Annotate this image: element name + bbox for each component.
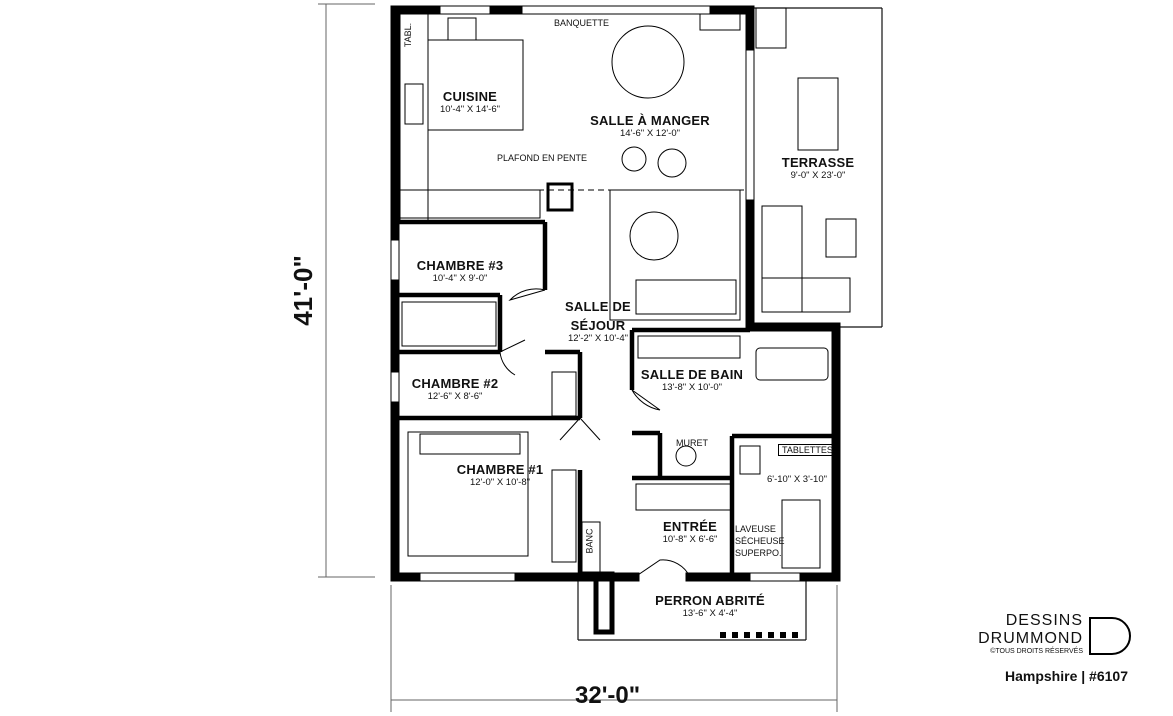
- tablettes-note: TABLETTES: [778, 444, 837, 456]
- dining-label: SALLE À MANGER 14'-6" X 12'-0": [575, 113, 725, 140]
- terrace-label: TERRASSE 9'-0" X 23'-0": [768, 155, 868, 182]
- living-name-line1: SALLE DE: [565, 299, 631, 314]
- dining-name: SALLE À MANGER: [590, 113, 710, 128]
- bathroom-fixtures: [581, 335, 829, 635]
- kitchen-label: CUISINE 10'-4" X 14'-6": [420, 89, 520, 116]
- terrace-dims: 9'-0" X 23'-0": [790, 169, 846, 181]
- width-dimension: 32'-0": [575, 682, 641, 709]
- dimension-lines: [318, 3, 838, 712]
- brand-rights: ©TOUS DROITS RÉSERVÉS: [990, 648, 1083, 655]
- bedroom2-dims: 12'-6" X 8'-6": [427, 390, 483, 402]
- model-name: Hampshire | #6107: [1005, 668, 1128, 684]
- windows: [390, 5, 801, 582]
- bedroom1-name: CHAMBRE #1: [456, 462, 544, 477]
- bedroom3-dims: 10'-4" X 9'-0": [432, 272, 488, 284]
- living-dims: 12'-2" X 10'-4": [567, 332, 628, 344]
- bedroom3-name: CHAMBRE #3: [416, 258, 504, 273]
- brand-line2: DRUMMOND: [978, 630, 1083, 647]
- porch-label: PERRON ABRITÉ 13'-6" X 4'-4": [640, 593, 780, 620]
- laundry-label: 6'-10" X 3'-10": [752, 474, 842, 486]
- porch-outline: [577, 576, 807, 641]
- entrance-dims: 10'-8" X 6'-6": [662, 533, 718, 545]
- doors: [499, 288, 691, 578]
- kitchen-fixtures: [399, 13, 748, 223]
- dining-fixtures: [609, 13, 741, 321]
- brand-block: DESSINS DRUMMOND ©TOUS DROITS RÉSERVÉS: [978, 612, 1083, 655]
- banc-note: BANC: [584, 528, 595, 554]
- kitchen-name: CUISINE: [442, 89, 498, 104]
- bedroom-fixtures: [401, 301, 577, 563]
- tabl-note: TABL.: [403, 22, 414, 48]
- superpo-note: SUPERPO.: [735, 548, 782, 558]
- banquette-note: BANQUETTE: [554, 18, 610, 28]
- bedroom1-dims: 12'-0" X 10'-8": [469, 476, 530, 488]
- living-label: SALLE DE SÉJOUR 12'-2" X 10'-4": [553, 299, 643, 345]
- kitchen-dims: 10'-4" X 14'-6": [439, 103, 500, 115]
- muret-note: MURET: [676, 438, 708, 448]
- bedroom3-label: CHAMBRE #3 10'-4" X 9'-0": [405, 258, 515, 285]
- porch-dims: 13'-6" X 4'-4": [682, 607, 738, 619]
- entrance-label: ENTRÉE 10'-8" X 6'-6": [645, 519, 735, 546]
- dining-dims: 14'-6" X 12'-0": [619, 127, 680, 139]
- bedroom2-name: CHAMBRE #2: [411, 376, 499, 391]
- brand-logo-icon: [1089, 617, 1131, 655]
- plafond-note: PLAFOND EN PENTE: [497, 153, 588, 163]
- secheuse-note: SÉCHEUSE: [735, 536, 785, 546]
- bathroom-label: SALLE DE BAIN 13'-8" X 10'-0": [632, 367, 752, 394]
- living-name-line2: SÉJOUR: [570, 317, 626, 333]
- bedroom2-label: CHAMBRE #2 12'-6" X 8'-6": [400, 376, 510, 403]
- laveuse-note: LAVEUSE: [735, 524, 776, 534]
- entrance-name: ENTRÉE: [663, 519, 717, 534]
- bedroom1-label: CHAMBRE #1 12'-0" X 10'-8": [445, 462, 555, 489]
- bathroom-name: SALLE DE BAIN: [640, 367, 744, 382]
- terrace-name: TERRASSE: [781, 155, 855, 170]
- laundry-dims: 6'-10" X 3'-10": [766, 474, 827, 485]
- terrace-fixtures: [755, 7, 857, 313]
- brand-line1: DESSINS: [1005, 612, 1083, 629]
- porch-name: PERRON ABRITÉ: [655, 593, 765, 608]
- porch-railing: [720, 632, 798, 638]
- height-dimension: 41'-0": [287, 255, 318, 326]
- bathroom-dims: 13'-8" X 10'-0": [661, 381, 722, 393]
